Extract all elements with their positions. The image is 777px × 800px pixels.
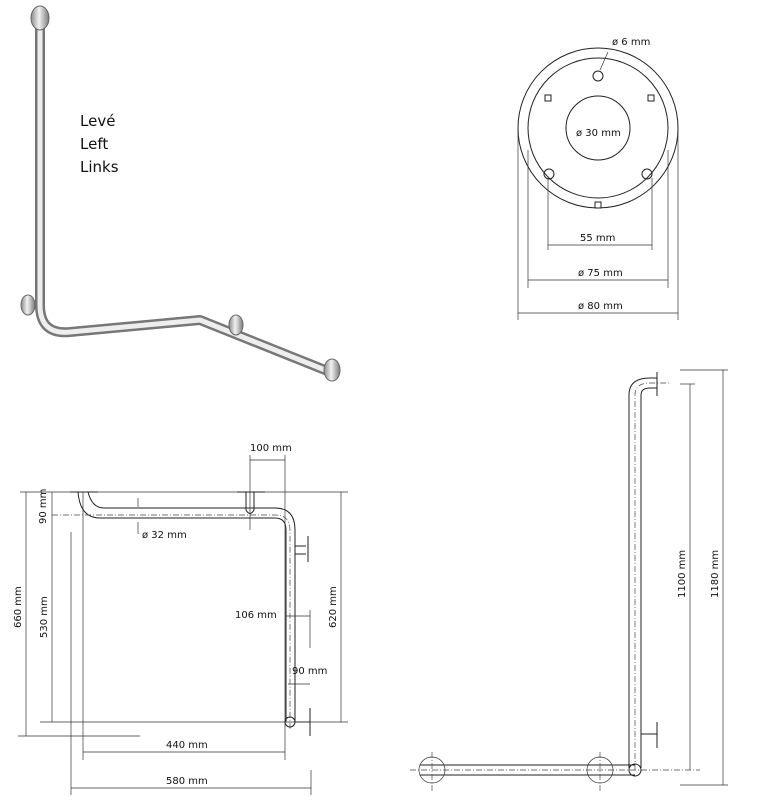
front-view bbox=[18, 455, 348, 795]
flange-view bbox=[517, 47, 679, 320]
dim-height-90: 90 mm bbox=[38, 489, 49, 524]
dim-width-580: 580 mm bbox=[166, 776, 208, 787]
dim-height-660: 660 mm bbox=[13, 586, 24, 628]
dim-outer-diameter: ø 80 mm bbox=[578, 301, 623, 312]
grab-bar-photo bbox=[20, 5, 341, 382]
label-left: Left bbox=[80, 135, 108, 153]
dim-tube-diameter: ø 32 mm bbox=[142, 530, 187, 541]
dim-inner-diameter: ø 75 mm bbox=[578, 268, 623, 279]
dim-hole-spacing: 55 mm bbox=[580, 233, 615, 244]
dim-depth-90: 90 mm bbox=[292, 666, 327, 677]
dim-center-diameter: ø 30 mm bbox=[576, 128, 621, 139]
label-links: Links bbox=[80, 158, 119, 176]
dim-height-1180: 1180 mm bbox=[710, 550, 721, 598]
dim-offset-top: 100 mm bbox=[250, 443, 292, 454]
dim-height-620: 620 mm bbox=[328, 586, 339, 628]
dim-hole-diameter: ø 6 mm bbox=[612, 37, 650, 48]
dim-height-530: 530 mm bbox=[39, 596, 50, 638]
dim-height-1100: 1100 mm bbox=[677, 550, 688, 598]
side-view bbox=[410, 369, 728, 792]
dim-width-440: 440 mm bbox=[166, 740, 208, 751]
label-leve: Levé bbox=[80, 112, 115, 130]
dim-depth-106: 106 mm bbox=[235, 610, 277, 621]
